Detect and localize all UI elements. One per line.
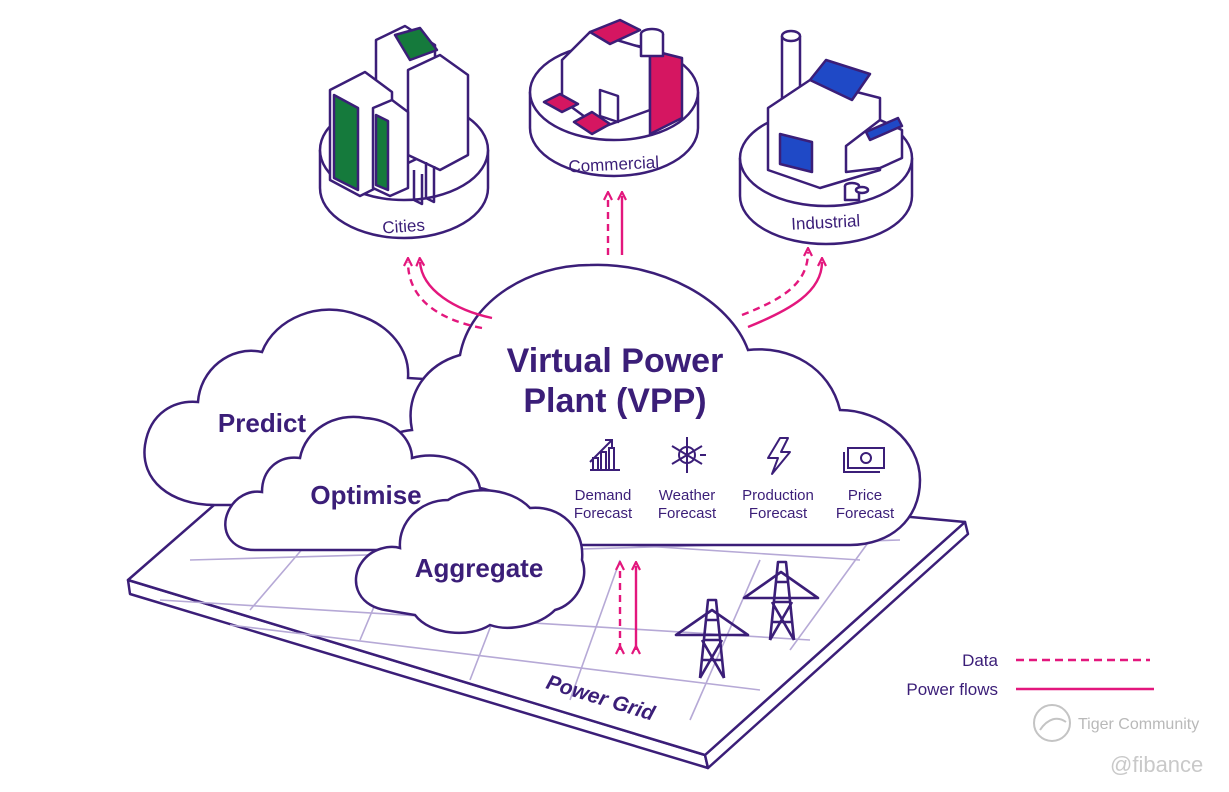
forecast-demand-line2: Forecast — [574, 505, 633, 522]
legend: Data Power flows — [906, 651, 1154, 699]
watermark: Tiger Community @fibance — [1033, 704, 1203, 777]
forecast-price-line1: Price — [848, 487, 882, 504]
watermark-handle: @fibance — [1110, 752, 1203, 777]
forecast-weather-line1: Weather — [659, 487, 715, 504]
city-buildings-icon — [328, 24, 470, 206]
commercial-platform: Commercial — [528, 18, 700, 178]
cities-platform: Cities — [318, 24, 490, 240]
forecast-demand-line1: Demand — [575, 487, 632, 504]
commercial-building-icon — [542, 18, 684, 136]
forecast-price-line2: Forecast — [836, 505, 895, 522]
cities-label: Cities — [382, 216, 426, 238]
forecast-labels: Demand Forecast Weather Forecast Product… — [574, 487, 895, 522]
aggregate-cloud — [354, 489, 586, 635]
money-icon — [843, 447, 885, 473]
lightning-icon — [767, 437, 791, 475]
tiger-logo-icon — [1033, 704, 1071, 742]
vpp-title-line1: Virtual Power — [507, 342, 724, 380]
flow-arrows — [408, 196, 822, 330]
commercial-label: Commercial — [568, 153, 660, 177]
industrial-platform: Industrial — [738, 29, 914, 246]
legend-power-label: Power flows — [906, 680, 998, 699]
industrial-label: Industrial — [791, 211, 861, 234]
aggregate-label: Aggregate — [415, 553, 544, 583]
factory-icon — [766, 29, 904, 202]
predict-label: Predict — [218, 408, 306, 438]
forecast-production-line1: Production — [742, 487, 814, 504]
legend-data-label: Data — [962, 651, 998, 670]
watermark-community: Tiger Community — [1078, 716, 1199, 733]
optimise-label: Optimise — [310, 480, 421, 510]
forecast-production-line2: Forecast — [749, 505, 808, 522]
grid-exchange-arrows — [620, 566, 636, 650]
forecast-weather-line2: Forecast — [658, 505, 717, 522]
vpp-title-line2: Plant (VPP) — [523, 382, 706, 420]
sun-snow-icon — [671, 437, 706, 473]
chart-icon — [589, 439, 620, 471]
transmission-tower-icon — [674, 560, 820, 679]
